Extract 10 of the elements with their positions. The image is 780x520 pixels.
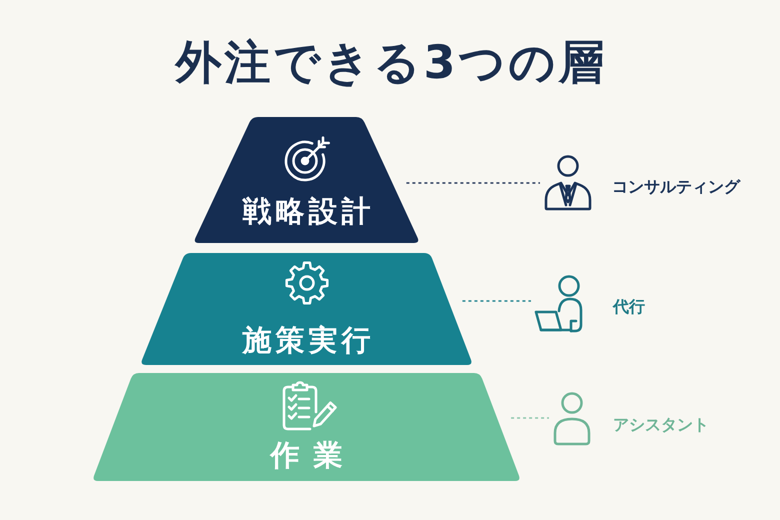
tier-label: 戦略設計 [242,195,370,229]
title: 外注できる3つの層 [175,36,604,88]
role-label: コンサルティング [612,178,740,196]
dotted-line [406,182,540,184]
tier-label: 作業 [270,439,342,473]
role-label: アシスタント [613,416,709,434]
role-label: 代行 [613,298,645,316]
dotted-line [511,417,549,419]
tier-label: 施策実行 [242,324,370,358]
dotted-line [462,300,531,302]
